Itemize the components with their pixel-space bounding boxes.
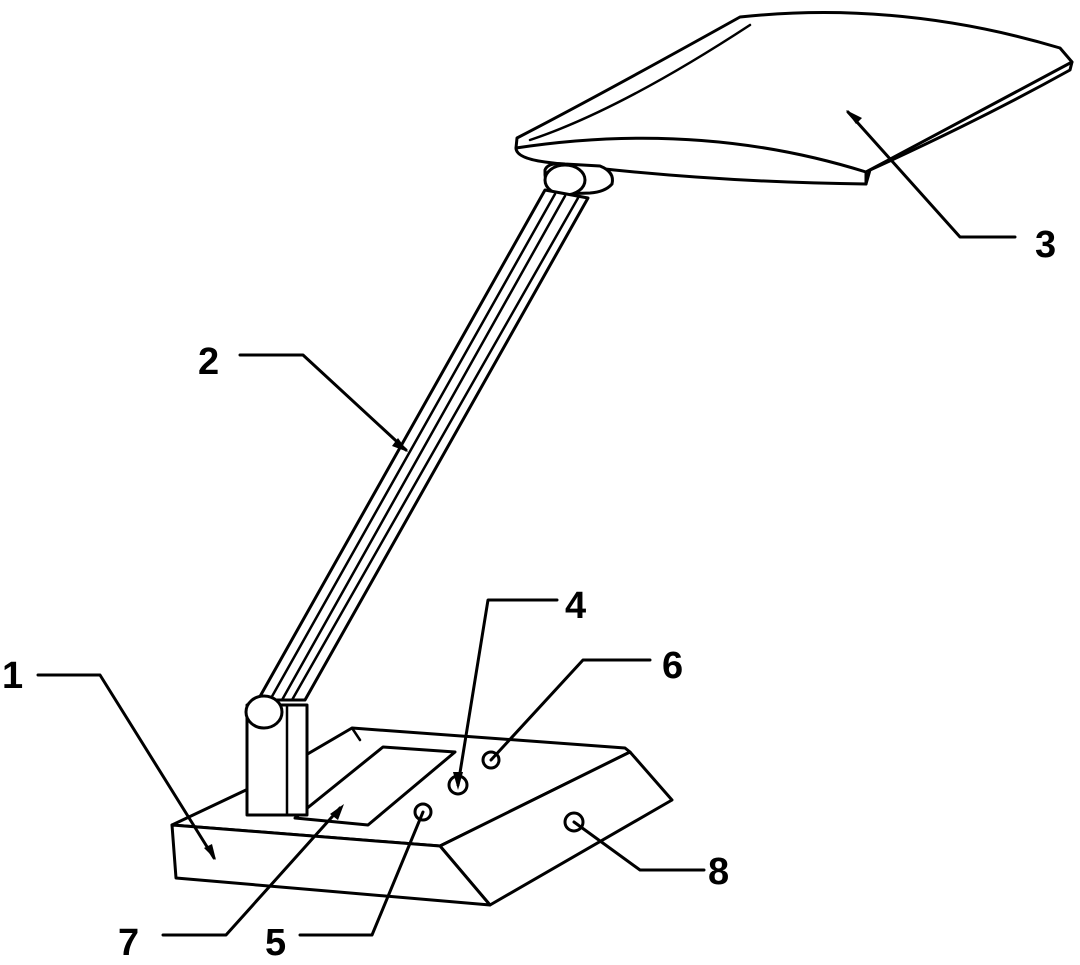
labels: 1 2 3 4 5 6 7 8	[2, 224, 1056, 964]
label-button-6: 6	[662, 645, 683, 687]
label-panel: 7	[118, 922, 139, 960]
panel-part	[293, 745, 457, 827]
post-part	[244, 694, 309, 817]
label-button-4: 4	[565, 585, 586, 627]
label-lamp-head: 3	[1035, 224, 1056, 266]
top-joint	[543, 162, 614, 197]
leader-lines	[36, 110, 1017, 937]
label-arm: 2	[198, 341, 219, 383]
label-button-5: 5	[265, 922, 286, 960]
label-base: 1	[2, 655, 23, 697]
arm-part	[256, 188, 590, 702]
lamp-head-part	[514, 11, 1074, 186]
label-side-button: 8	[708, 851, 729, 893]
